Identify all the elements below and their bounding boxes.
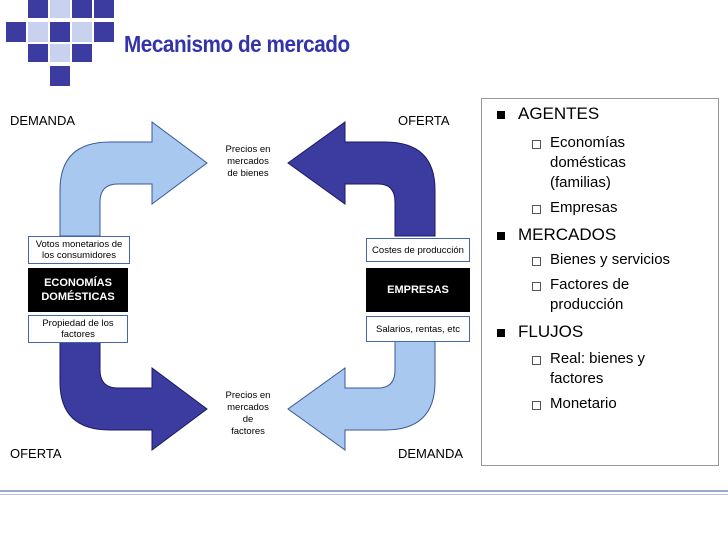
box-line: los consumidores — [42, 250, 116, 261]
label-demanda-bottom-right: DEMANDA — [398, 446, 464, 461]
deco-square — [50, 66, 70, 86]
outline-subitem: Bienes y servicios — [550, 250, 670, 270]
subitem-line: Monetario — [550, 395, 617, 412]
deco-square-light — [50, 0, 70, 18]
deco-square — [28, 44, 48, 62]
label-oferta-top-right: OFERTA — [398, 113, 450, 128]
circle-line: de bienes — [227, 168, 269, 179]
bullet-box-icon — [532, 140, 541, 149]
footer-divider-thin — [0, 494, 728, 495]
circle-line: de — [242, 414, 254, 425]
label-oferta-bottom-left: OFERTA — [10, 446, 62, 461]
bullet-square-icon — [497, 111, 505, 119]
deco-square-light — [28, 22, 48, 42]
outline-subitem: Empresas — [550, 198, 618, 218]
circle-line: Precios en — [225, 144, 271, 155]
deco-square — [50, 22, 70, 42]
subitem-line: (familias) — [550, 174, 611, 191]
outline-subitem: Economías domésticas (familias) — [550, 133, 626, 193]
box-costes-produccion: Costes de producción — [366, 238, 470, 262]
subitem-line: producción — [550, 296, 624, 313]
deco-square — [6, 22, 26, 42]
box-economias-domesticas: ECONOMÍAS DOMÉSTICAS — [28, 268, 128, 312]
box-salarios-rentas: Salarios, rentas, etc — [366, 316, 470, 342]
deco-square-light — [72, 22, 92, 42]
outline-item: FLUJOS — [518, 322, 584, 341]
subitem-line: factores — [550, 370, 604, 387]
box-line: factores — [61, 329, 95, 340]
outline-subitem: Factores de producción — [550, 275, 629, 315]
outline-subitem: Real: bienes y factores — [550, 349, 645, 389]
deco-square — [94, 22, 114, 42]
circle-line: mercados — [227, 402, 269, 413]
outline-subitem: Monetario — [550, 394, 617, 414]
arrow-top-left — [59, 121, 208, 237]
box-line: Salarios, rentas, etc — [376, 323, 460, 335]
circle-precios-factores: Precios en mercados de factores — [212, 378, 284, 450]
subitem-line: domésticas — [550, 154, 626, 171]
deco-square-light — [50, 44, 70, 62]
circle-line: Precios en — [225, 390, 271, 401]
label-demanda-top-left: DEMANDA — [10, 113, 76, 128]
circle-line: factores — [231, 426, 265, 437]
arrow-top-right — [287, 121, 436, 237]
circle-line: mercados — [227, 156, 269, 167]
deco-square — [72, 44, 92, 62]
circle-precios-bienes: Precios en mercados de bienes — [214, 128, 282, 196]
arrow-bottom-right — [287, 339, 436, 451]
bullet-box-icon — [532, 257, 541, 266]
bullet-box-icon — [532, 356, 541, 365]
subitem-line: Economías — [550, 134, 626, 151]
arrow-bottom-left — [59, 339, 208, 451]
slide-title: Mecanismo de mercado — [124, 31, 350, 57]
bullet-box-icon — [532, 282, 541, 291]
subitem-line: Bienes y servicios — [550, 251, 671, 268]
box-empresas: EMPRESAS — [366, 268, 470, 312]
deco-square — [94, 0, 114, 18]
bullet-box-icon — [532, 401, 541, 410]
box-line: Propiedad de los — [42, 318, 114, 329]
box-line: Votos monetarios de — [35, 239, 123, 250]
deco-square — [28, 0, 48, 18]
deco-square — [72, 0, 92, 18]
box-line: DOMÉSTICAS — [41, 291, 115, 303]
bullet-square-icon — [497, 329, 505, 337]
outline-item: MERCADOS — [518, 225, 617, 244]
bullet-box-icon — [532, 205, 541, 214]
box-line: ECONOMÍAS — [44, 277, 112, 289]
subitem-line: Real: bienes y — [550, 350, 646, 367]
subitem-line: Empresas — [550, 199, 618, 216]
subitem-line: Factores de — [550, 276, 630, 293]
box-propiedad-factores: Propiedad de los factores — [28, 315, 128, 343]
outline-item: AGENTES — [518, 104, 600, 123]
box-votos-monetarios: Votos monetarios de los consumidores — [28, 236, 130, 264]
outline-panel — [481, 98, 719, 466]
box-line: Costes de producción — [372, 244, 464, 256]
bullet-square-icon — [497, 232, 505, 240]
footer-divider — [0, 490, 728, 492]
box-line: EMPRESAS — [387, 284, 449, 296]
